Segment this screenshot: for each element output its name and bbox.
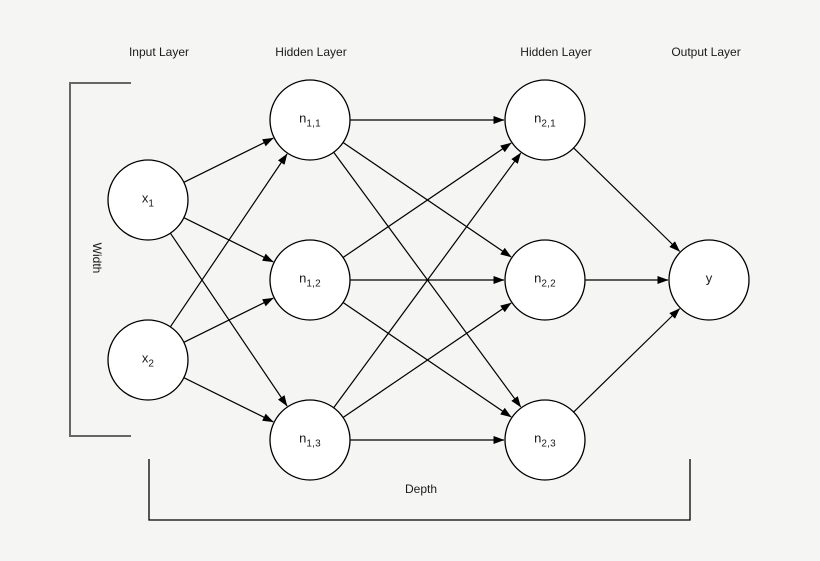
node-label-base: n — [299, 110, 307, 126]
edge-n13-n21 — [333, 152, 522, 409]
node-label-base: n — [534, 270, 542, 286]
node-label-base: n — [534, 110, 542, 126]
edge-x2-n12 — [183, 297, 274, 343]
node-circle-n22 — [504, 239, 586, 321]
node-circle-n21 — [504, 79, 586, 161]
node-label-base: x — [141, 190, 149, 206]
edge-n23-y — [573, 308, 681, 413]
node-label-x2: x2 — [142, 351, 154, 370]
node-circle-n23 — [504, 399, 586, 481]
layer-label-input: Input Layer — [128, 45, 190, 59]
edge-x2-n13 — [183, 377, 274, 423]
node-label-subscript: 1,2 — [306, 278, 321, 290]
layer-label-hidden-1: Hidden Layer — [275, 45, 347, 59]
node-label-n12: n1,2 — [299, 271, 321, 290]
edge-layer — [169, 116, 681, 444]
node-label-base: n — [299, 430, 307, 446]
node-label-subscript: 2 — [148, 358, 155, 370]
layer-label-hidden-2: Hidden Layer — [520, 45, 592, 59]
node-label-n23: n2,3 — [534, 431, 556, 450]
edge-n12-n21 — [342, 142, 512, 258]
node-label-subscript: 2,3 — [541, 438, 556, 450]
node-label-base: y — [705, 270, 713, 286]
edge-n13-n22 — [342, 302, 512, 418]
node-circle-x2 — [107, 319, 189, 401]
layer-label-output: Output Layer — [671, 45, 741, 59]
depth-bracket — [148, 459, 691, 521]
node-label-subscript: 1,1 — [306, 118, 321, 130]
edge-x2-n11 — [169, 153, 288, 328]
node-label-subscript: 2,2 — [541, 278, 556, 290]
node-label-base: x — [141, 350, 149, 366]
node-circle-x1 — [107, 159, 189, 241]
node-label-subscript: 2,1 — [541, 118, 556, 130]
node-label-base: n — [534, 430, 542, 446]
node-circle-n13 — [269, 399, 351, 481]
node-label-n22: n2,2 — [534, 271, 556, 290]
node-label-n21: n2,1 — [534, 111, 556, 130]
width-annotation-label: Width — [90, 242, 104, 274]
node-label-x1: x1 — [142, 191, 154, 210]
node-label-y: y — [706, 271, 713, 290]
node-circle-n11 — [269, 79, 351, 161]
node-label-n13: n1,3 — [299, 431, 321, 450]
node-label-n11: n1,1 — [299, 111, 321, 130]
node-label-base: n — [299, 270, 307, 286]
node-layer — [107, 79, 750, 481]
depth-annotation-label: Depth — [404, 482, 438, 496]
edge-n21-y — [573, 147, 681, 252]
edge-x1-n11 — [183, 137, 274, 183]
node-circle-y — [668, 239, 750, 321]
node-label-subscript: 1,3 — [306, 438, 321, 450]
node-circle-n12 — [269, 239, 351, 321]
width-bracket — [69, 82, 131, 437]
node-label-subscript: 1 — [148, 198, 155, 210]
